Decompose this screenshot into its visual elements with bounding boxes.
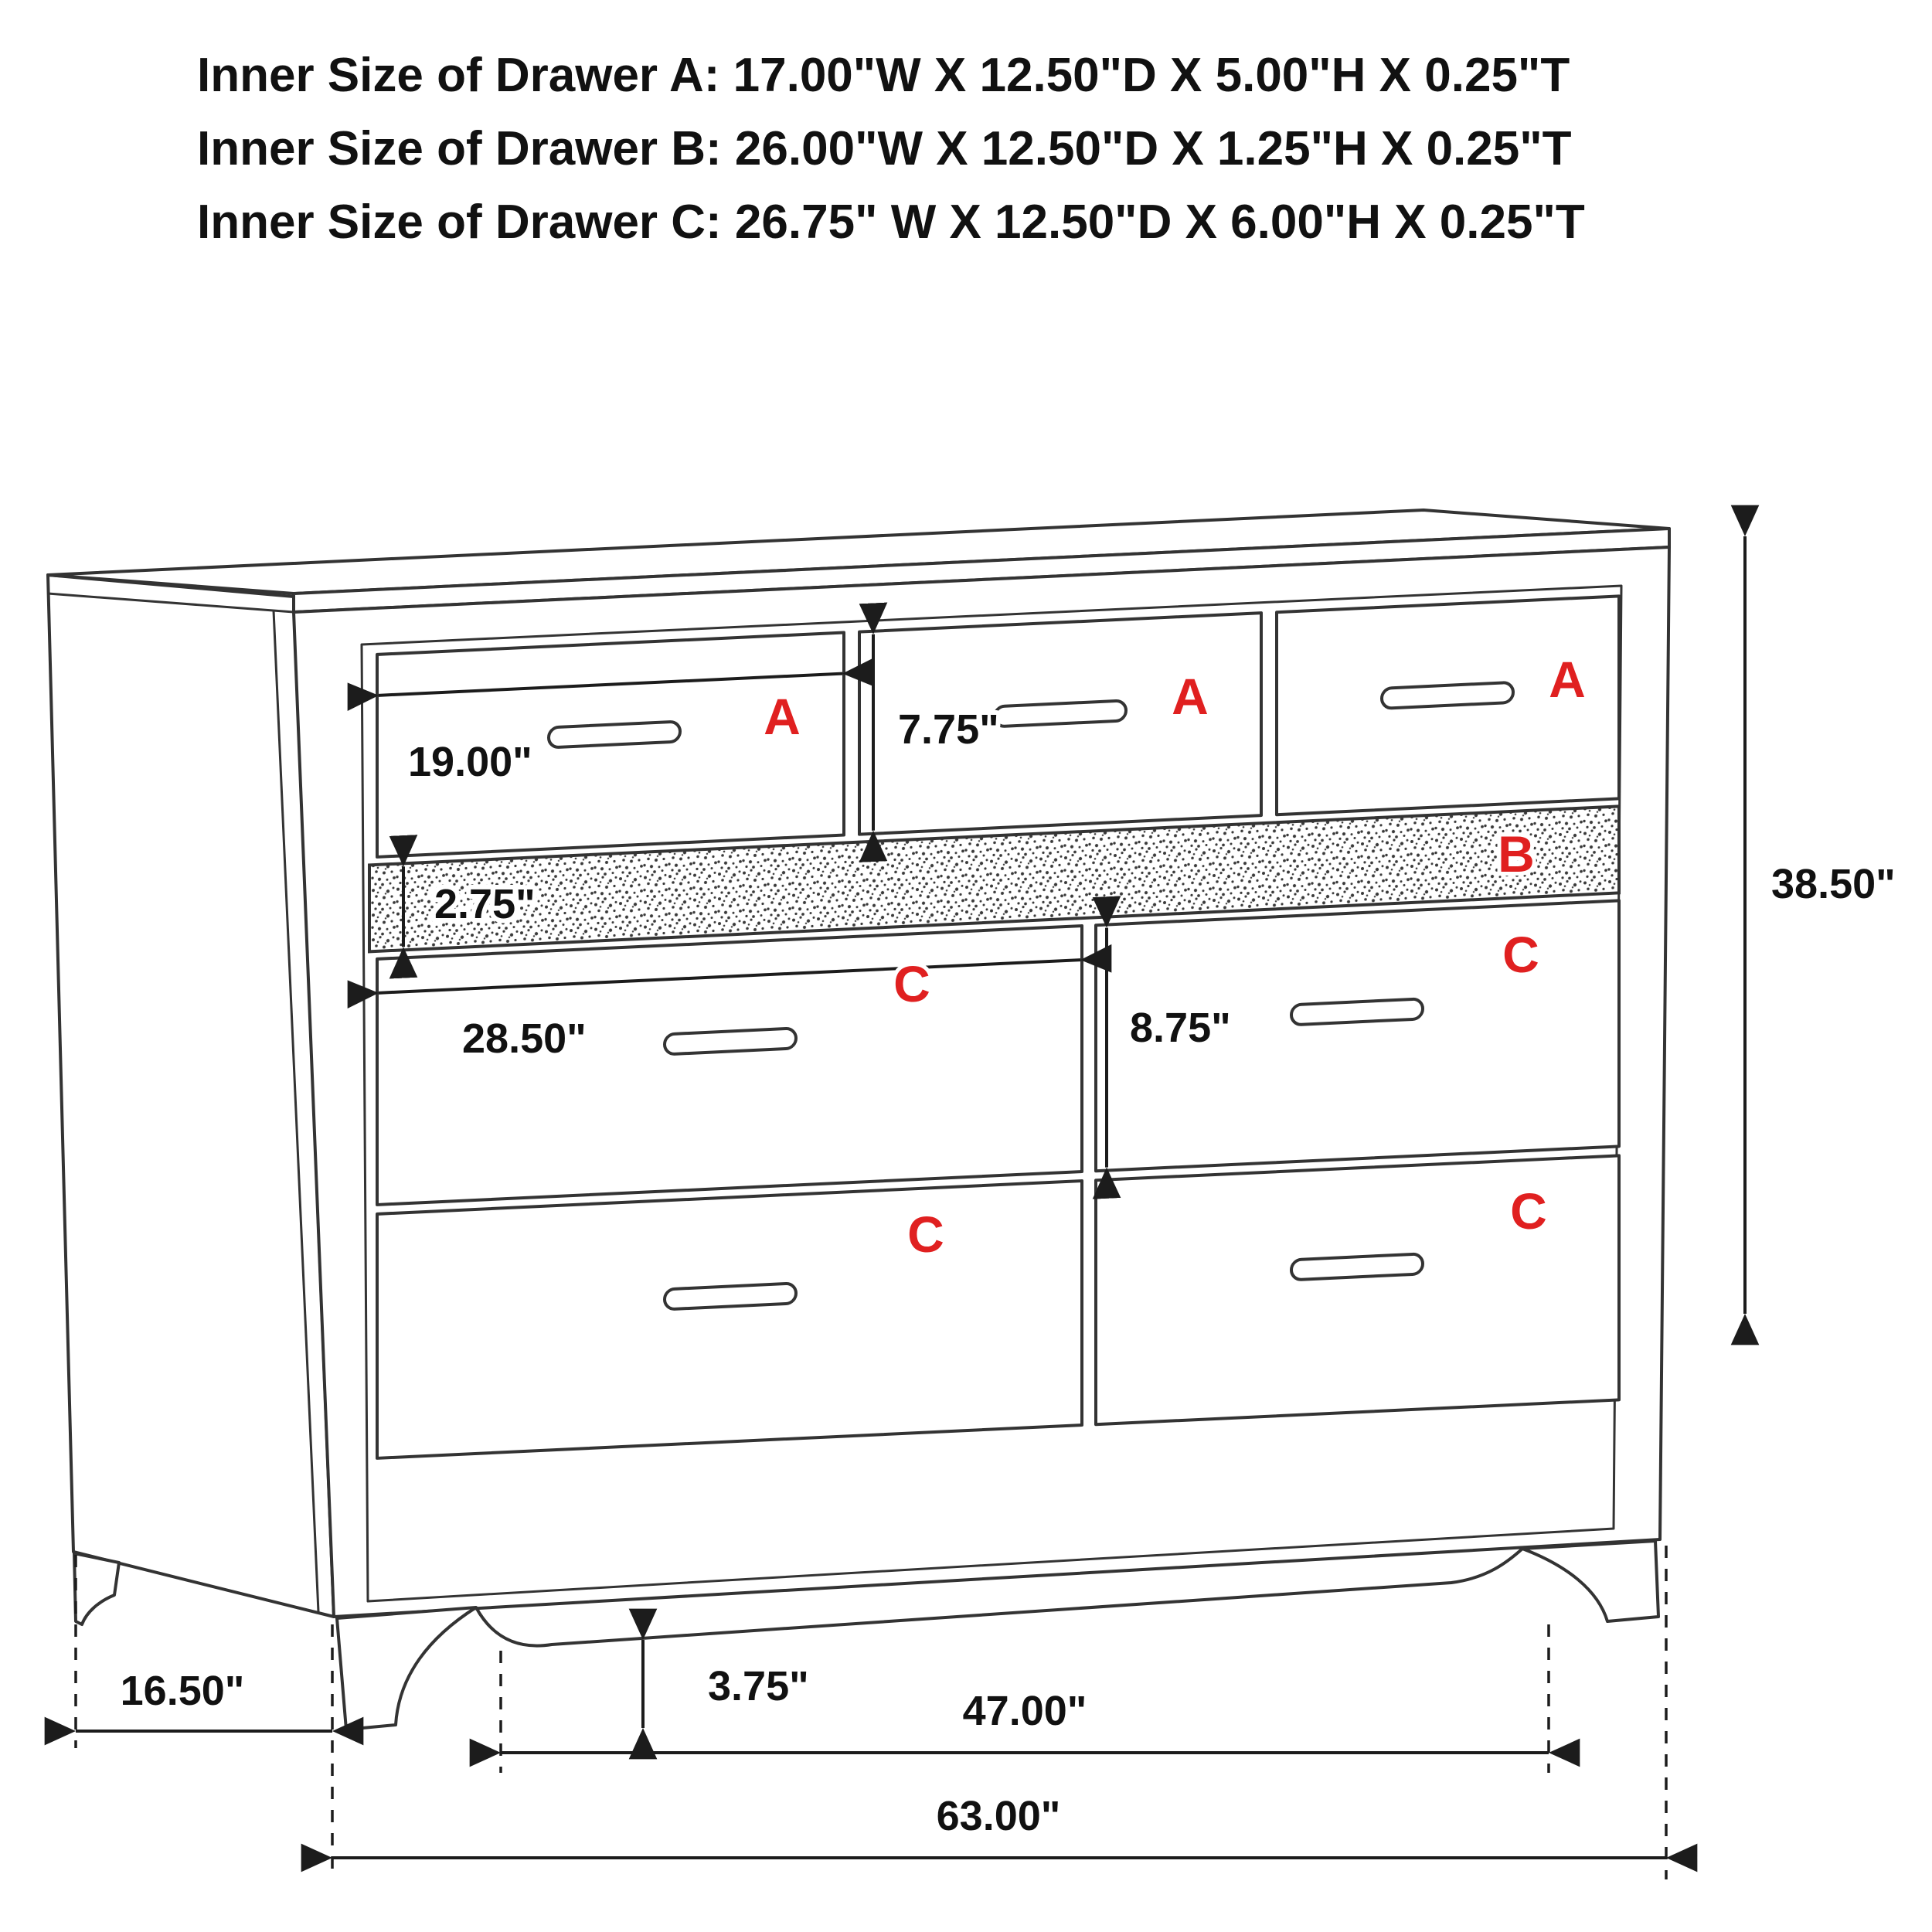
title-line-1: Inner Size of Drawer A: 17.00"W X 12.50"… [197,49,1570,102]
apron-curve [474,1547,1524,1648]
dim-label-drawer-a-width: 19.00" [408,739,532,785]
title-line-3: Inner Size of Drawer C: 26.75" W X 12.50… [197,196,1585,249]
jewelry-tray-letter: B [1498,825,1535,883]
dim-label-tray-height: 2.75" [434,881,536,927]
drawer-letters: A A A B C C C C [760,647,1590,1267]
dimension-annotations: 19.00" 7.75" 2.75" 28.50" 8.75" 38.50" 3… [44,505,1900,1879]
left-front-foot [335,1606,478,1731]
dim-arrow-drawer-c-width [347,944,1112,1009]
face-frame-inner-edge [360,584,1623,1603]
drawer-c-right-bottom-letter: C [1510,1182,1547,1240]
dim-label-overall-width: 63.00" [937,1793,1061,1839]
dim-label-overall-depth: 16.50" [121,1668,245,1714]
title-line-2: Inner Size of Drawer B: 26.00"W X 12.50"… [197,122,1572,175]
back-left-foot [73,1552,121,1626]
drawer-c-right-bottom-front [1094,1154,1621,1427]
dresser-drawing: A A A B C C C C [46,509,1671,1731]
drawer-c-left-top-front [376,924,1083,1206]
side-molding-line [47,592,294,614]
drawer-c-left-bottom-letter: C [907,1206,944,1263]
drawer-a2-handle [993,699,1128,728]
title-block: Inner Size of Drawer A: 17.00"W X 12.50"… [197,49,1585,249]
dim-label-foot-height: 3.75" [708,1663,809,1709]
drawer-c-right-bottom-handle [1290,1252,1424,1281]
side-panel [46,573,335,1618]
dim-label-drawer-a-height: 7.75" [898,706,999,753]
drawer-a2-letter: A [1172,668,1209,725]
dim-arrow-drawer-a-width [347,658,874,712]
side-stile-line [272,610,320,1613]
drawer-c-left-top-handle [663,1027,798,1056]
jewelry-tray-front [368,804,1621,954]
drawer-c-right-top-handle [1290,997,1424,1026]
drawer-fronts [347,594,1621,1460]
drawer-a1-handle [547,720,682,749]
drawer-c-left-bottom-handle [663,1282,798,1311]
dim-label-leg-span: 47.00" [963,1688,1087,1734]
drawer-a3-handle [1380,681,1515,710]
detail-lines [47,584,1623,1613]
drawer-c-left-top-letter: C [893,955,930,1012]
drawer-a1-letter: A [764,688,801,745]
right-front-foot [1521,1539,1660,1623]
drawer-c-right-top-letter: C [1502,926,1539,983]
dim-label-drawer-c-width: 28.50" [462,1015,587,1062]
dim-label-overall-height: 38.50" [1771,861,1896,907]
drawer-c-left-bottom-front [376,1179,1083,1460]
drawer-a3-letter: A [1549,651,1586,708]
dim-label-drawer-c-height: 8.75" [1130,1005,1231,1051]
